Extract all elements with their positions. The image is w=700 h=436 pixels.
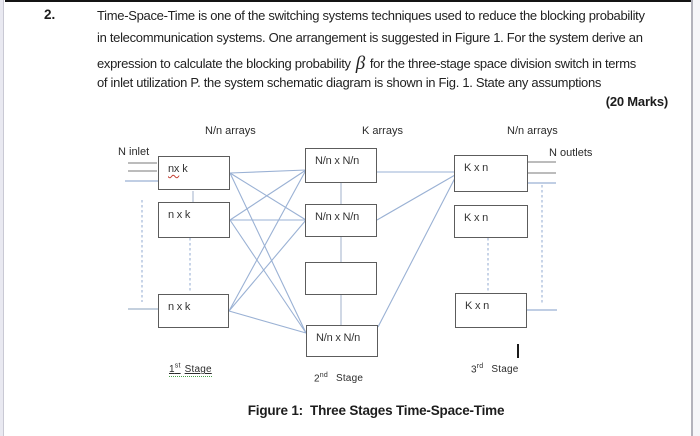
page-left-edge bbox=[0, 0, 4, 436]
question-line-1: Time-Space-Time is one of the switching … bbox=[97, 8, 645, 23]
stage1-box-1-label-underlined: nx bbox=[168, 163, 180, 175]
question-number: 2. bbox=[44, 7, 56, 22]
page-right-margin bbox=[693, 0, 700, 436]
question-line-3: expression to calculate the blocking pro… bbox=[97, 52, 636, 74]
stage2-box-3-empty bbox=[305, 262, 377, 295]
stage2-box-2: N/n x N/n bbox=[305, 204, 377, 237]
dashed-continuation-lines bbox=[141, 185, 543, 303]
stage1-stage2-links bbox=[228, 169, 307, 334]
stage2-stage3-links bbox=[376, 171, 456, 328]
beta-symbol: β bbox=[355, 53, 365, 74]
n-outlets-label: N outlets bbox=[549, 147, 593, 159]
stage3-box-3: K x n bbox=[455, 293, 527, 328]
stage2-column-header: K arrays bbox=[362, 125, 403, 137]
stage3-column-header: N/n arrays bbox=[507, 125, 558, 137]
question-line-3-post: for the three-stage space division switc… bbox=[369, 56, 636, 71]
stage1-box-1-label: k bbox=[182, 163, 188, 175]
stage2-box-1: N/n x N/n bbox=[305, 148, 377, 183]
top-rule bbox=[5, 0, 700, 2]
stage3-box-1: K x n bbox=[454, 155, 528, 192]
figure-caption: Figure 1: Three Stages Time-Space-Time bbox=[247, 403, 505, 418]
question-line-4: of inlet utilization P. the system schem… bbox=[97, 75, 602, 90]
question-line-3-pre: expression to calculate the blocking pro… bbox=[97, 56, 351, 71]
stage1-column-header: N/n arrays bbox=[205, 125, 256, 137]
stage1-box-3: n x k bbox=[158, 294, 229, 328]
vertical-connectors bbox=[192, 182, 342, 325]
text-cursor bbox=[517, 344, 519, 358]
stage1-box-2: n x k bbox=[158, 202, 230, 238]
question-line-2: in telecommunication systems. One arrang… bbox=[97, 30, 643, 45]
stage3-box-2: K x n bbox=[454, 205, 528, 238]
page-right-border bbox=[691, 0, 693, 436]
outlet-lines bbox=[527, 161, 557, 311]
marks-label: (20 Marks) bbox=[605, 94, 669, 109]
inlet-lines bbox=[125, 162, 158, 310]
n-inlet-label: N inlet bbox=[118, 146, 150, 158]
stage2-box-4: N/n x N/n bbox=[306, 325, 378, 357]
